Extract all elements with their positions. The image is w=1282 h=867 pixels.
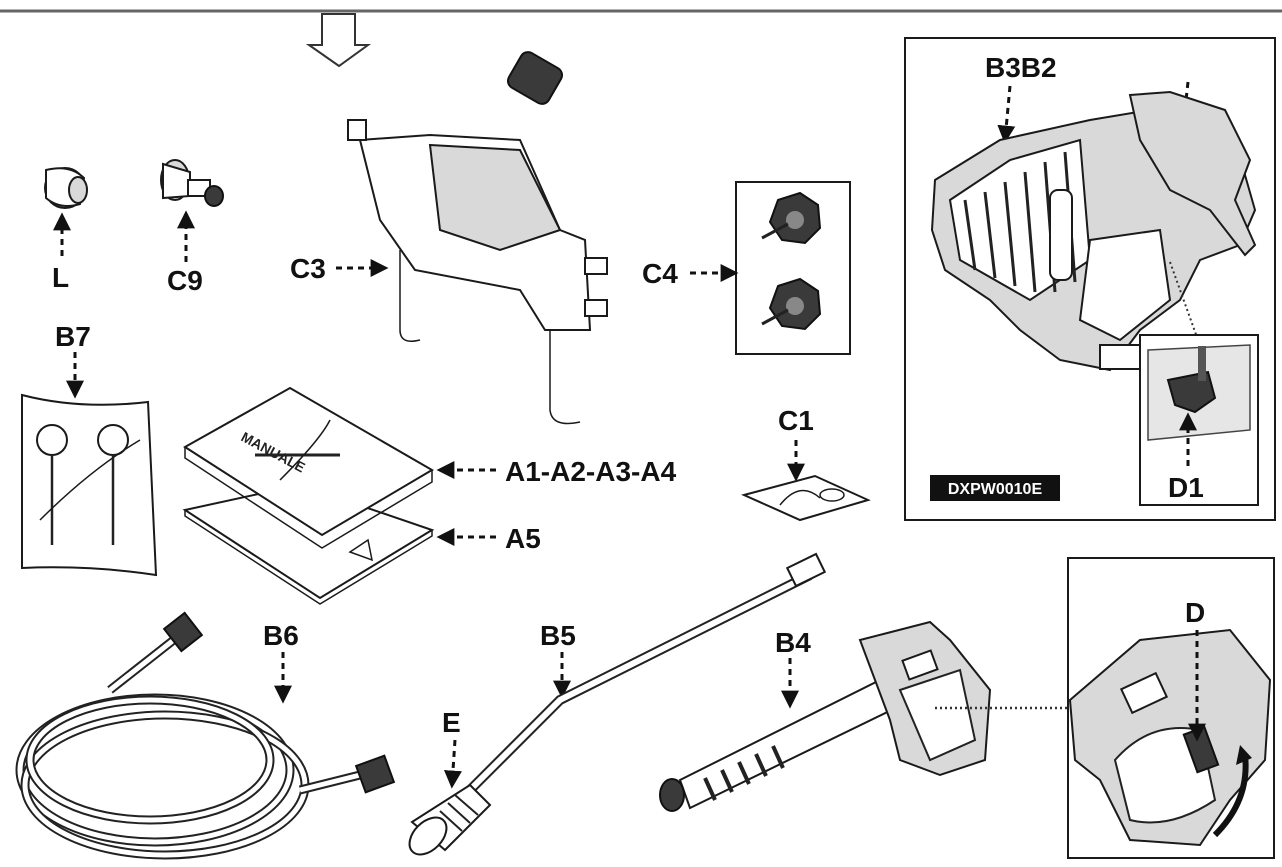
part-B5-wand (466, 552, 827, 794)
part-C3-frame (347, 48, 608, 425)
pump-leader-dotted (1169, 261, 1199, 341)
part-C1-bag (741, 474, 871, 522)
label-C3: C3 (290, 253, 326, 284)
badge-dxpw0010e: DXPW0010E (930, 475, 1060, 501)
label-L: L (52, 262, 69, 293)
label-B5: B5 (540, 620, 576, 651)
badge-code: DXPW0010E (948, 481, 1043, 498)
part-E-nozzle (408, 783, 492, 856)
part-B6-hose (15, 611, 396, 860)
label-B3B2: B3B2 (985, 52, 1057, 83)
hollow-down-arrow-icon (305, 13, 372, 68)
label-C1: C1 (778, 405, 814, 436)
part-B3B2-pump (930, 90, 1257, 372)
label-C9: C9 (167, 265, 203, 296)
label-D: D (1185, 597, 1205, 628)
label-B7: B7 (55, 321, 91, 352)
label-D1: D1 (1168, 472, 1204, 503)
part-B7-bag (21, 393, 158, 577)
label-A5: A5 (505, 523, 541, 554)
label-B6: B6 (263, 620, 299, 651)
label-E: E (442, 707, 461, 738)
part-C4-knob-bottom (761, 277, 822, 331)
label-A1-A2-A3-A4: A1-A2-A3-A4 (505, 456, 677, 487)
part-A1-A4-manual: MANUALE (183, 386, 434, 549)
part-B4-gun (659, 620, 992, 812)
part-C9-connector (160, 159, 224, 207)
label-C4: C4 (642, 258, 678, 289)
part-L-sleeve (44, 167, 88, 209)
part-D1-valve (1147, 344, 1251, 441)
label-B4: B4 (775, 627, 811, 658)
part-C4-knob-top (761, 191, 822, 245)
